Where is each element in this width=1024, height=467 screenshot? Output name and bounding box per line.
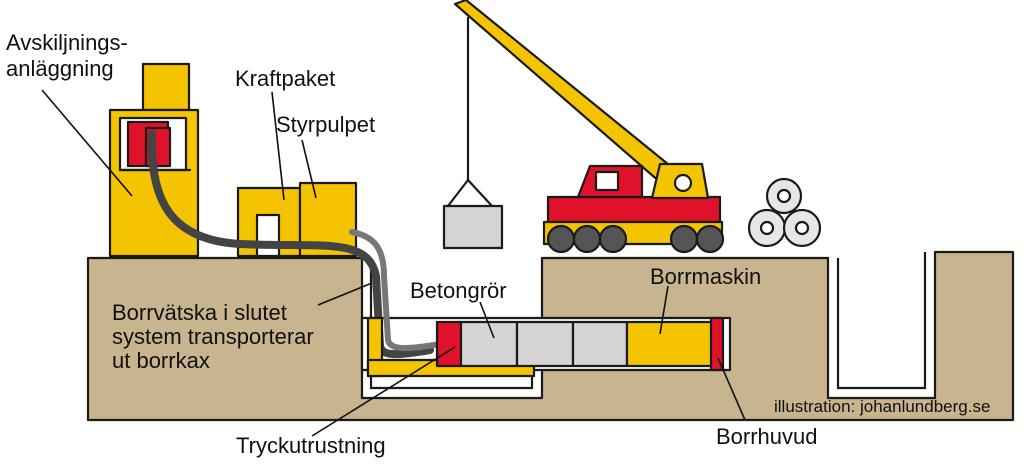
illustration-credit: illustration: johanlundberg.se — [774, 397, 990, 416]
label-drilling-fluid-1: Borrvätska i slutet — [112, 300, 287, 325]
concrete-pipes — [459, 320, 629, 368]
label-control-desk: Styrpulpet — [276, 112, 375, 137]
slurry-hose — [147, 130, 434, 359]
label-jacking-equipment: Tryckutrustning — [236, 433, 386, 458]
crane-boom — [453, 0, 692, 198]
crane-truck — [453, 0, 725, 254]
label-concrete-pipes: Betongrör — [410, 278, 507, 303]
crane-load — [442, 204, 504, 250]
label-drill-head: Borrhuvud — [716, 424, 818, 449]
label-drilling-machine: Borrmaskin — [650, 264, 761, 289]
load-sling — [446, 178, 494, 208]
label-drilling-fluid-3: ut borrkax — [112, 348, 210, 373]
reception-shaft-lining — [836, 252, 927, 390]
label-separation-plant-2: anläggning — [6, 56, 114, 81]
leader-lines — [41, 89, 746, 437]
label-power-pack: Kraftpaket — [235, 66, 335, 91]
drilling-machine — [625, 316, 725, 372]
label-separation-plant-1: Avskiljnings- — [6, 30, 128, 55]
label-drilling-fluid-2: system transporterar — [112, 324, 314, 349]
pipe-stack — [747, 177, 822, 248]
return-hose — [349, 229, 443, 352]
